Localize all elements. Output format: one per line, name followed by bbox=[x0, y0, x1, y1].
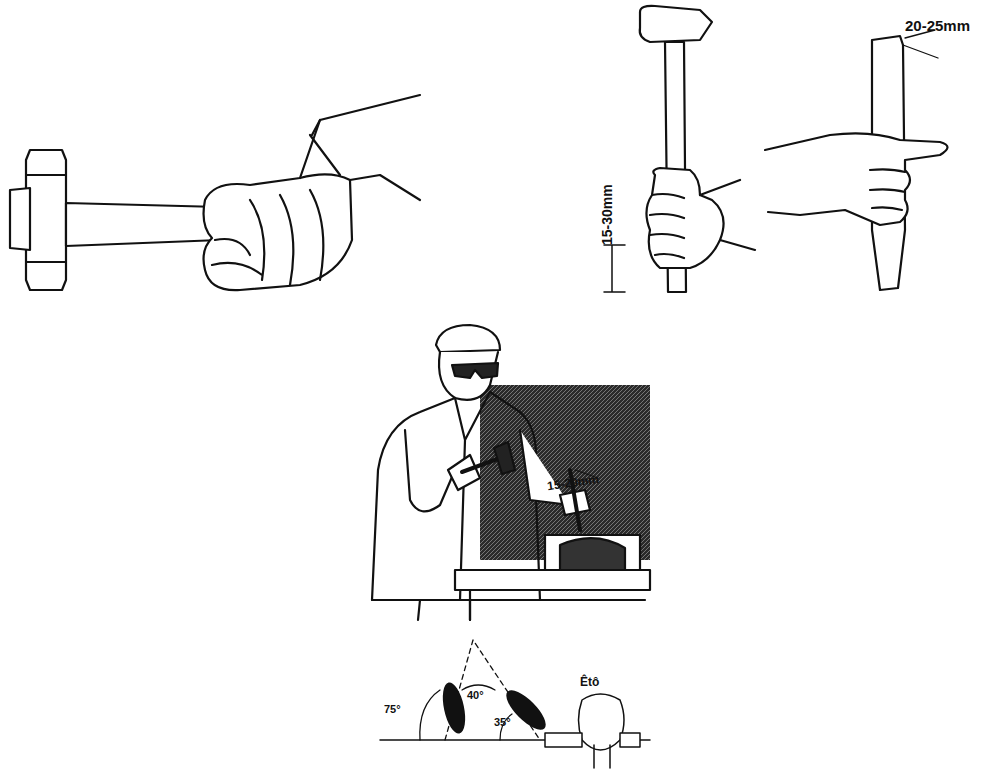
left-foot bbox=[439, 680, 469, 735]
cap bbox=[436, 325, 500, 352]
dimension-label: 75° bbox=[384, 704, 401, 715]
dimension-label: 20-25mm bbox=[905, 18, 970, 33]
vise-screw bbox=[545, 733, 640, 747]
dimension-label: 40° bbox=[467, 690, 484, 701]
hammer-head bbox=[640, 6, 712, 42]
finger-lines bbox=[212, 190, 323, 285]
hammer-head-band bbox=[26, 175, 66, 262]
workbench-top bbox=[455, 570, 650, 590]
background-wall bbox=[480, 385, 650, 560]
line-art bbox=[10, 6, 948, 768]
finger-lines bbox=[650, 180, 755, 258]
finger-lines bbox=[870, 169, 905, 210]
hammer-handle bbox=[462, 458, 500, 472]
workbench bbox=[470, 590, 645, 620]
dimension-label: 15-30mm bbox=[600, 184, 614, 245]
dimension-line bbox=[604, 245, 625, 292]
vise-base bbox=[594, 745, 610, 768]
leader-line bbox=[903, 30, 938, 58]
coat-hem bbox=[372, 600, 540, 620]
dimension-label: 35° bbox=[494, 717, 511, 728]
coat-outline bbox=[372, 392, 540, 600]
dimension-label: Êtô bbox=[580, 676, 599, 688]
vise-symbol bbox=[579, 694, 625, 750]
coat-lapel bbox=[455, 392, 490, 600]
hammer-head bbox=[494, 442, 515, 474]
hammer-head bbox=[26, 150, 66, 290]
gripping-hand bbox=[204, 174, 352, 290]
goggles bbox=[452, 363, 498, 378]
cuff bbox=[310, 120, 340, 175]
hammer-handle bbox=[66, 203, 220, 246]
sleeve bbox=[300, 95, 420, 200]
hammer-face bbox=[10, 188, 30, 250]
angle-arc bbox=[420, 690, 440, 740]
holding-hand bbox=[765, 133, 948, 225]
